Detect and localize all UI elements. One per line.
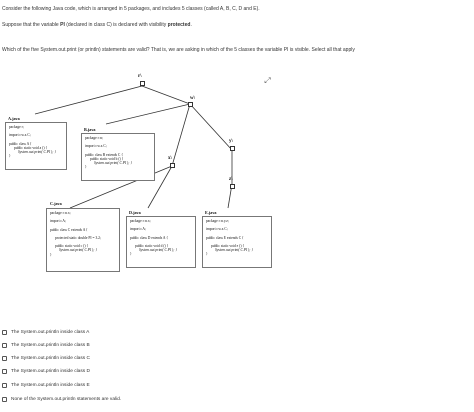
variable-name: PI (60, 22, 65, 28)
package-node-z (230, 184, 235, 189)
checkbox[interactable] (2, 382, 7, 388)
file-title-a: A.java (8, 116, 20, 121)
package-node-r (140, 81, 145, 86)
package-label-w: w\ (190, 96, 195, 101)
question-prompt: Which of the five System.out.print (or p… (2, 47, 355, 53)
option-none[interactable]: None of the System.out.println statement… (2, 395, 121, 403)
file-title-b: B.java (84, 127, 96, 132)
option-class-c[interactable]: The System.out.println inside class C (2, 354, 90, 362)
package-diagram: r\ w\ y\ x\ z\ A.java package r; import … (0, 66, 474, 326)
checkbox[interactable] (2, 396, 7, 402)
question-intro: Consider the following Java code, which … (2, 6, 260, 12)
question-visibility: Suppose that the variable PI (declared i… (2, 22, 192, 28)
checkbox[interactable] (2, 329, 7, 335)
code-box-c: package r.w.x; import r.A; public class … (46, 208, 120, 272)
file-title-c: C.java (50, 201, 62, 206)
package-node-w (188, 102, 193, 107)
checkbox[interactable] (2, 368, 7, 374)
option-class-d[interactable]: The System.out.println inside class D (2, 367, 90, 375)
option-class-e[interactable]: The System.out.println inside class E (2, 381, 90, 389)
package-node-x (170, 163, 175, 168)
option-class-b[interactable]: The System.out.println inside class B (2, 341, 90, 349)
file-title-e: E.java (205, 210, 217, 215)
code-box-a: package r; import r.w.x.C; public class … (5, 122, 67, 170)
code-box-b: package r.w; import r.w.x.C; public clas… (81, 133, 155, 181)
package-label-x: x\ (168, 156, 172, 161)
tree-lines (34, 85, 233, 209)
option-class-a[interactable]: The System.out.println inside class A (2, 328, 89, 336)
expand-icon[interactable]: ⤢ (264, 76, 271, 85)
package-label-y: y\ (229, 139, 233, 144)
checkbox[interactable] (2, 355, 7, 361)
package-label-z: z\ (229, 177, 233, 182)
package-node-y (230, 146, 235, 151)
visibility-keyword: protected (167, 22, 191, 28)
file-title-d: D.java (129, 210, 141, 215)
code-box-e: package r.w.y.z; import r.w.x.C; public … (202, 216, 272, 268)
package-label-r: r\ (138, 74, 142, 79)
code-box-d: package r.w.x; import r.A; public class … (126, 216, 196, 268)
checkbox[interactable] (2, 342, 7, 348)
